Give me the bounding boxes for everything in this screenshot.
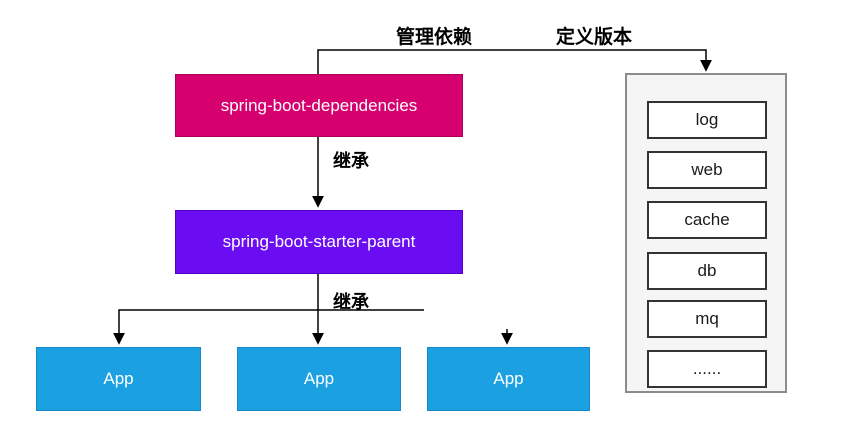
- node-app-1-label: App: [103, 369, 134, 388]
- panel-item-web-label: web: [691, 160, 723, 179]
- panel-item-log-label: log: [695, 110, 719, 129]
- edge-label-inherit-top: 继承: [333, 151, 369, 171]
- node-app-1: App: [36, 347, 201, 411]
- panel-item-db: db: [647, 252, 767, 290]
- node-app-2-label: App: [303, 369, 335, 388]
- edge-branch-to-app-1: [113, 309, 424, 345]
- node-spring-boot-starter-parent-label: spring-boot-starter-parent: [222, 232, 416, 251]
- panel-item-db-label: db: [697, 261, 717, 280]
- panel-item-more-label: ......: [692, 359, 722, 378]
- node-spring-boot-dependencies: spring-boot-dependencies: [175, 74, 463, 137]
- node-spring-boot-starter-parent: spring-boot-starter-parent: [175, 210, 463, 274]
- panel-item-log: log: [647, 101, 767, 139]
- panel-item-cache: cache: [647, 201, 767, 239]
- panel-item-more: ......: [647, 350, 767, 388]
- node-app-2: App: [237, 347, 401, 411]
- panel-item-mq: mq: [647, 300, 767, 338]
- edge-label-manage-dependencies: 管理依赖: [396, 27, 473, 48]
- node-app-3-label: App: [493, 369, 524, 388]
- edge-dependencies-to-panel: [317, 49, 712, 74]
- node-app-3: App: [427, 347, 590, 411]
- panel-item-web: web: [647, 151, 767, 189]
- edge-label-inherit-bottom: 继承: [333, 292, 369, 312]
- versions-panel: log web cache db mq ......: [625, 73, 787, 393]
- panel-item-cache-label: cache: [684, 210, 730, 229]
- node-spring-boot-dependencies-label: spring-boot-dependencies: [220, 95, 418, 115]
- edge-label-define-versions: 定义版本: [556, 27, 633, 48]
- panel-item-mq-label: mq: [695, 309, 719, 328]
